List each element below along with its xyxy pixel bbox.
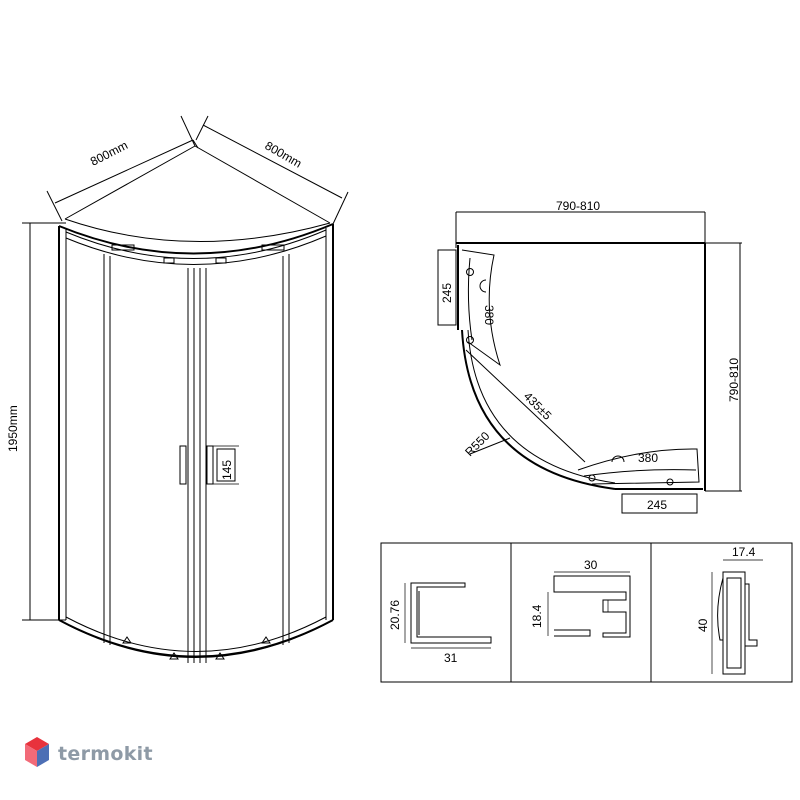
profile-2-width-label: 30 — [584, 558, 598, 572]
radius-label: R550 — [462, 429, 492, 459]
side-panel-bottom-label: 245 — [647, 498, 667, 512]
side-panel-left-label: 245 — [440, 283, 454, 303]
plan-width-label: 790-810 — [556, 199, 600, 213]
profile-sections: 20.76 31 30 18.4 17.4 40 — [380, 542, 793, 683]
termokit-logo: termokit — [25, 737, 153, 767]
logo-cube-left-icon — [25, 744, 37, 767]
brand-name: termokit — [58, 743, 153, 765]
plan-depth-label: 790-810 — [727, 358, 741, 402]
front-view: 800mm 800mm 1950mm — [6, 115, 349, 663]
top-dimension-lines — [46, 115, 349, 243]
front-width-right-label: 800mm — [263, 138, 305, 170]
plan-view: 790-810 790-810 245 245 380 380 — [437, 199, 742, 514]
door-bottom-label: 380 — [638, 451, 658, 465]
front-height-label: 1950mm — [6, 405, 20, 452]
profile-1-height-label: 20.76 — [388, 600, 402, 630]
profile-2-height-label: 18.4 — [530, 604, 544, 628]
glass-panels — [103, 254, 290, 663]
handle-length-label: 145 — [220, 460, 234, 480]
profile-3-height-label: 40 — [696, 618, 710, 632]
door-handle-left — [179, 445, 187, 485]
door-rollers — [111, 244, 285, 660]
door-handle-right — [206, 445, 214, 485]
profile-1: 20.76 31 — [388, 582, 492, 665]
profile-2: 30 18.4 — [530, 558, 631, 638]
logo-cube-right-icon — [37, 744, 49, 767]
door-left-label: 380 — [482, 305, 496, 325]
handle-dimension-box — [216, 448, 236, 482]
front-width-left-label: 800mm — [88, 138, 130, 169]
profile-3-width-label: 17.4 — [732, 545, 756, 559]
profile-3: 17.4 40 — [696, 545, 763, 675]
enclosure-frame — [58, 223, 334, 658]
profile-1-width-label: 31 — [444, 651, 458, 665]
